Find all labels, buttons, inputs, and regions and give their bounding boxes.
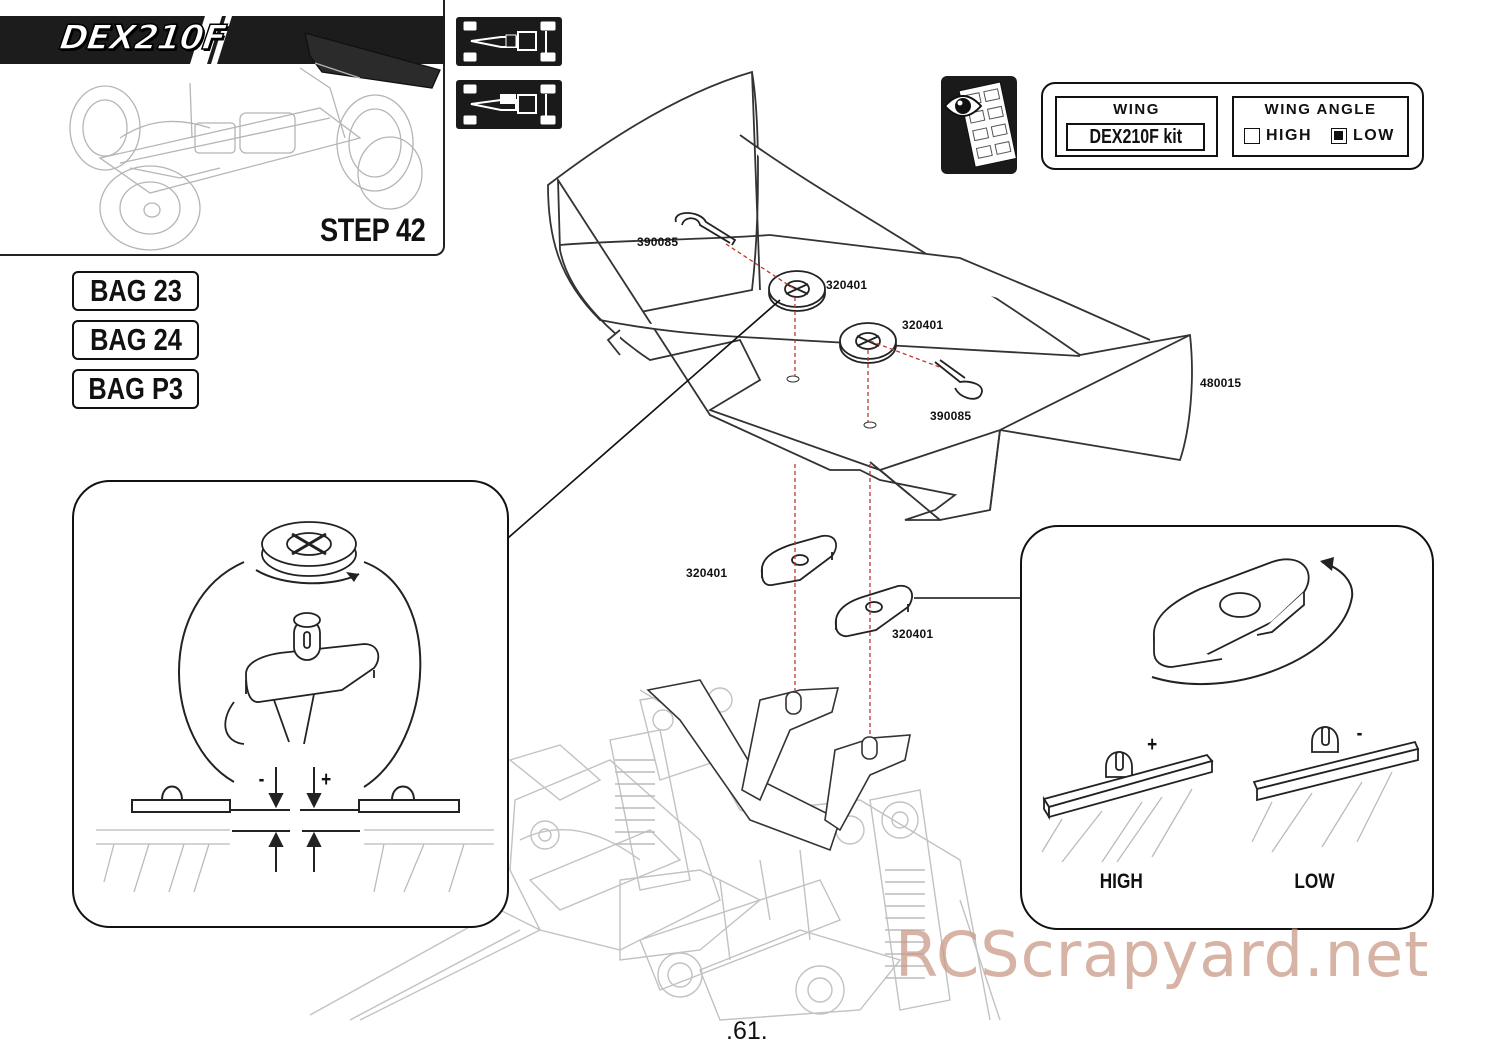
lower-label: - [258,768,265,791]
detail-right [1020,525,1434,930]
body-clip-top [674,212,737,246]
wing-angle-option-high[interactable]: HIGH [1244,127,1312,145]
part-number: 480015 [1200,376,1242,390]
part-number: 390085 [637,235,679,249]
wing-button-right [839,322,897,364]
wing-insert-left [760,534,837,587]
rear-wing [547,70,1193,521]
wing-angle-option-low[interactable]: LOW [1331,127,1395,145]
part-number: 320401 [686,566,728,580]
assembly-guides [725,243,943,735]
wing-setting-value: DEX210F kit [1066,123,1205,151]
high-label: HIGH [1099,870,1143,893]
wing-angle-label: WING ANGLE [1264,101,1377,118]
part-number: 320401 [902,318,944,332]
page-number: .61. [726,1017,768,1045]
buggy-illustration [69,32,441,251]
bag-label: BAG 23 [72,271,199,311]
setup-sheet-card [941,76,1017,174]
low-label: LOW [1294,870,1335,893]
detail-left [72,480,509,928]
part-number: 390085 [930,409,972,423]
eye-icon [943,81,1017,168]
part-number: 320401 [892,627,934,641]
raise-label: + [321,768,332,791]
high-plus-label: + [1147,733,1158,756]
wing-angle-setting [1232,96,1409,157]
car-topdown-front-icon [463,21,556,62]
bag-label: BAG 24 [72,320,199,360]
part-number: 320401 [826,278,868,292]
car-topdown-rear-icon [463,84,556,125]
wing-button-left [768,270,826,312]
wing-setting [1055,96,1218,157]
step-title: STEP 42 [320,212,426,248]
watermark: RCScrapyard.net [895,918,1430,991]
low-checkbox[interactable] [1331,128,1347,144]
callout-line-left [507,299,781,539]
rear-wing-mount-right [824,734,911,832]
banner-stripes [190,16,232,64]
detail-right-drawing [1041,557,1420,863]
wing-setting-label: WING [1113,101,1160,118]
body-clip-right [934,359,983,400]
rear-wing-mount-left [741,687,840,802]
rear-view-tile[interactable] [456,80,562,129]
bag-label: BAG P3 [72,369,199,409]
high-checkbox[interactable] [1244,128,1260,144]
detail-left-drawing [96,521,494,893]
low-minus-label: - [1356,722,1363,745]
front-view-tile[interactable] [456,17,562,66]
